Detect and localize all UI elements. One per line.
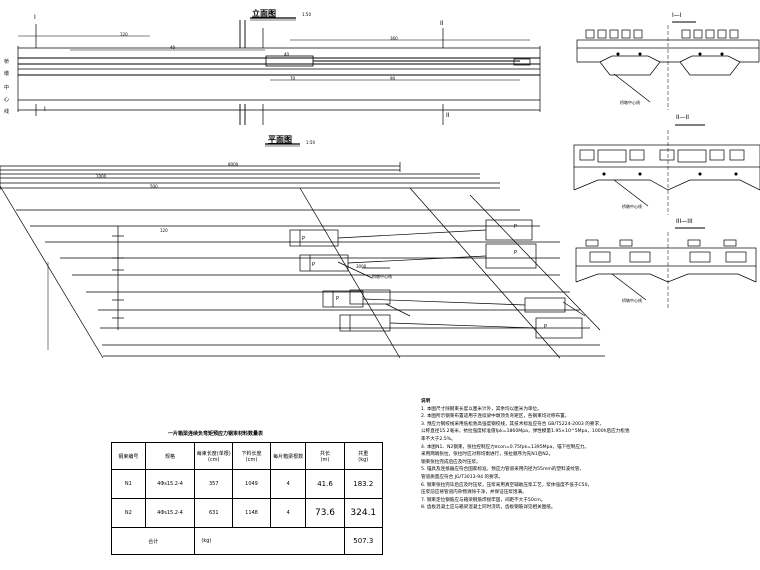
elevation-dim-2: 40 xyxy=(170,45,176,50)
section-3-view xyxy=(575,227,757,310)
table-header-row: 钢束编号 规格 每束长度(单根)(cm) 下料长度(cm) 每片箱梁根数 共长(… xyxy=(111,442,384,470)
plan-anchor-6: P xyxy=(544,324,548,330)
plan-dim-1: 1000 xyxy=(96,174,107,179)
side-label-3: 中 xyxy=(4,85,10,91)
note-line: 公称直径15.2毫米，抗拉强度标准值fpk=1860Mpa，弹性模量1.95×1… xyxy=(421,429,630,435)
side-label-2: 墩 xyxy=(4,71,10,77)
header-spec: 规格 xyxy=(144,442,196,470)
elevation-dim-3: 360 xyxy=(390,36,398,41)
plan-anchor-5: P xyxy=(336,296,340,302)
notes-block: 说明 1. 本图尺寸除钢束长度以厘米计外，其余均以厘米为单位。 2. 本图所示钢… xyxy=(421,398,751,512)
note-line: 钢束张拉完成后应及时压浆。 xyxy=(421,459,481,465)
plan-scale: 1:50 xyxy=(306,140,315,145)
cell-count: 4 xyxy=(269,469,307,499)
note-line: 压浆前应将管道内杂物清除干净，并保证压浆饱满。 xyxy=(421,490,527,496)
section-mark-1-top: I xyxy=(34,14,36,21)
plan-dim-4: 120 xyxy=(160,228,168,233)
cell-spec: 4Φs15.2-4 xyxy=(144,498,196,528)
header-length: 每束长度(单根)(cm) xyxy=(194,442,234,470)
elevation-view xyxy=(17,17,541,125)
table-row: N1 4Φs15.2-4 357 1049 4 41.6 183.2 xyxy=(111,469,384,499)
note-line: 管道质量应符合 JG/T3013-94 的要求。 xyxy=(421,474,503,480)
material-quantity-table: 钢束编号 规格 每束长度(单根)(cm) 下料长度(cm) 每片箱梁根数 共长(… xyxy=(110,442,384,555)
section-2-view xyxy=(573,124,760,215)
elevation-dim-5: 40 xyxy=(284,52,290,57)
cell-spec: 4Φs15.2-4 xyxy=(144,469,196,499)
note-line: 2. 本图所示钢束布置适用于连续梁中墩顶负弯矩区，各钢束均对称布置。 xyxy=(421,414,570,420)
note-line: 3. 预应力钢绞线采用低松弛高强度钢绞线，其技术标准应符合 GB/T5224-2… xyxy=(421,421,604,427)
cell-total-length: 41.6 xyxy=(305,469,345,499)
section-mark-2-top: II xyxy=(440,20,444,27)
section-1-view xyxy=(576,21,760,110)
cell-id: N2 xyxy=(111,498,146,528)
section-2-label: 桥墩中心线 xyxy=(622,204,642,209)
cell-weight: 324.1 xyxy=(343,498,384,528)
plan-anchor-2: P xyxy=(514,224,518,230)
cell-id: N1 xyxy=(111,469,146,499)
cell-weight: 183.2 xyxy=(343,469,384,499)
section-3-title: III—III xyxy=(676,218,693,225)
plan-dim-2: 8000 xyxy=(228,162,239,167)
elevation-dim-1: 120 xyxy=(120,32,128,37)
cell-count: 4 xyxy=(269,498,307,528)
cell-cut: 1148 xyxy=(232,498,271,528)
cell-total-length: 73.6 xyxy=(305,498,345,528)
total-value: 507.3 xyxy=(343,527,384,555)
notes-title: 说明 xyxy=(421,399,431,404)
elevation-dim-6: 70 xyxy=(290,76,296,81)
header-count: 每片箱梁根数 xyxy=(269,442,307,470)
table-title: 一片箱梁连续负弯矩预应力钢束材料数量表 xyxy=(168,431,264,437)
plan-callout-pier: 桥墩中心线 xyxy=(372,274,392,279)
note-line: 采用两端张拉，张拉时应对称均衡进行，张拉顺序为先N1后N2。 xyxy=(421,452,554,458)
plan-view xyxy=(0,143,605,359)
total-unit: (kg) xyxy=(194,527,345,555)
side-label-4: 心 xyxy=(4,97,10,103)
side-label-1: 桥 xyxy=(4,59,10,65)
table-row: N2 4Φs15.2-4 631 1148 4 73.6 324.1 xyxy=(111,498,384,528)
note-line: 5. 锚具及连接器应符合国家标准，预应力管道采用内径为55mm的塑料波纹管， xyxy=(421,467,585,473)
plan-title: 平面图 xyxy=(268,135,292,144)
note-line: 率不大于2.5%。 xyxy=(421,436,456,442)
table-total-row: 合计 (kg) 507.3 xyxy=(110,527,384,555)
header-weight: 共重(kg) xyxy=(343,442,384,470)
section-1-label: 桥墩中心线 xyxy=(620,100,640,105)
note-line: 8. 齿板混凝土应与箱梁混凝土同时浇筑，齿板钢筋详见相关图纸。 xyxy=(421,505,556,511)
section-mark-2-bottom: II xyxy=(446,112,450,119)
header-total-length: 共长(m) xyxy=(305,442,345,470)
total-label: 合计 xyxy=(110,527,196,555)
cell-cut: 1049 xyxy=(232,469,271,499)
note-line: 7. 钢束定位钢筋应与箱梁钢筋焊接牢固，间距不大于50cm。 xyxy=(421,497,546,503)
section-3-label: 桥墩中心线 xyxy=(622,298,642,303)
plan-callout-3000: 3000 xyxy=(356,264,367,269)
section-1-title: I—I xyxy=(672,12,682,19)
elevation-dim-4: 90 xyxy=(390,76,396,81)
section-mark-1-bottom: I xyxy=(44,106,46,113)
cell-length: 357 xyxy=(194,469,234,499)
header-cut-length: 下料长度(cm) xyxy=(232,442,271,470)
elevation-title: 立面图 xyxy=(252,9,276,18)
plan-anchor-4: P xyxy=(514,250,518,256)
section-2-title: II—II xyxy=(676,114,690,121)
side-label-5: 线 xyxy=(4,109,10,115)
note-line: 1. 本图尺寸除钢束长度以厘米计外，其余均以厘米为单位。 xyxy=(421,406,542,412)
elevation-scale: 1:50 xyxy=(302,12,311,17)
plan-anchor-1: P xyxy=(302,236,306,242)
cell-length: 631 xyxy=(194,498,234,528)
header-id: 钢束编号 xyxy=(111,442,146,470)
note-line: 6. 钢束张拉完毕后应及时压浆，压浆采用真空辅助压浆工艺，浆体强度不低于C50， xyxy=(421,482,593,488)
note-line: 4. 本图N1、N2钢束，张拉控制应力σcon=0.75fpk=1395Mpa，… xyxy=(421,444,590,450)
plan-anchor-3: P xyxy=(312,262,316,268)
plan-dim-3: 500 xyxy=(150,184,158,189)
